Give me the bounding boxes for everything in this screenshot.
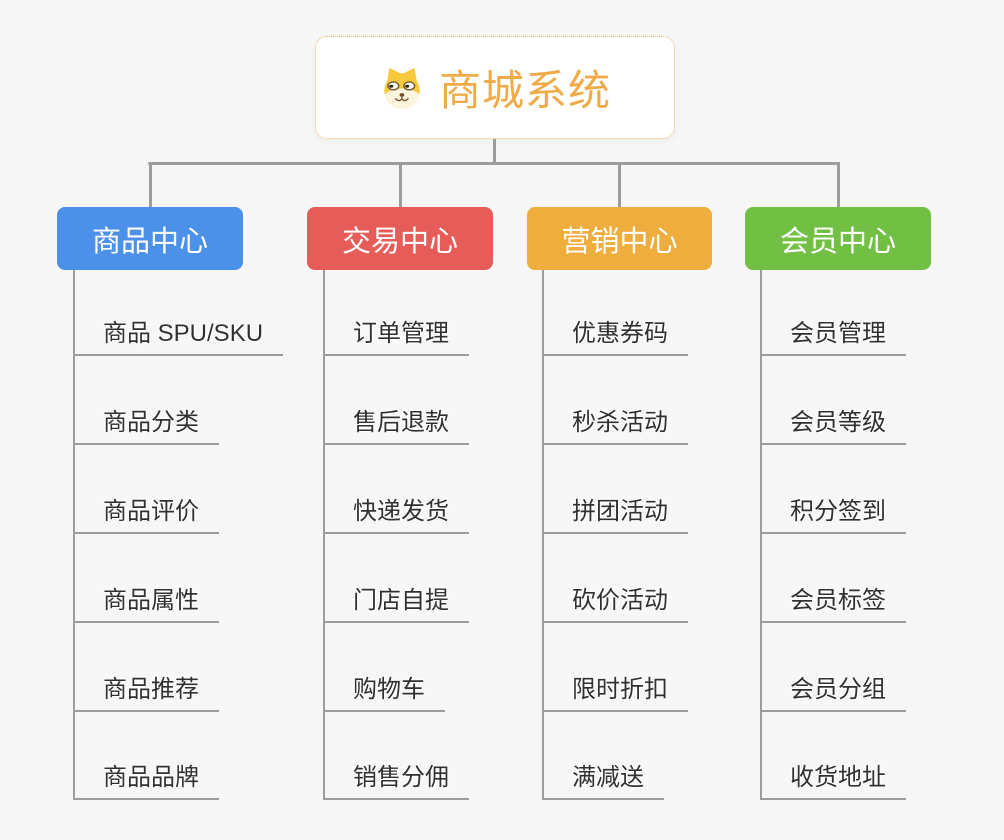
branch-node-marketing-center[interactable]: 营销中心 [527,207,712,270]
subtopic-row: 商品评价 [75,445,283,534]
shiba-dog-face-icon [384,67,420,109]
subtopic-list-marketing-center: 优惠券码 秒杀活动 拼团活动 砍价活动 限时折扣 满减送 [542,270,688,800]
subtopic-row: 购物车 [325,623,469,712]
subtopic-row: 会员分组 [762,623,906,712]
subtopic-item[interactable]: 商品品牌 [75,762,219,800]
subtopic-row: 订单管理 [325,270,469,356]
branch-label: 营销中心 [561,225,678,258]
branch-label: 会员中心 [779,225,896,258]
subtopic-row: 会员等级 [762,356,906,445]
connector-root-stem [493,139,496,165]
connector-drop-marketing-center [618,162,621,208]
subtopic-item[interactable]: 会员标签 [762,585,906,623]
subtopic-item[interactable]: 限时折扣 [544,674,688,712]
subtopic-list-trade-center: 订单管理 售后退款 快递发货 门店自提 购物车 销售分佣 [323,270,469,800]
subtopic-row: 商品分类 [75,356,283,445]
subtopic-row: 门店自提 [325,534,469,623]
connector-drop-member-center [837,162,840,208]
subtopic-item[interactable]: 满减送 [544,762,664,800]
subtopic-row: 快递发货 [325,445,469,534]
subtopic-row: 商品品牌 [75,712,283,800]
subtopic-item[interactable]: 会员管理 [762,318,906,356]
subtopic-row: 满减送 [544,712,688,800]
subtopic-row: 砍价活动 [544,534,688,623]
subtopic-item[interactable]: 优惠券码 [544,318,688,356]
subtopic-item[interactable]: 商品属性 [75,585,219,623]
subtopic-item[interactable]: 拼团活动 [544,496,688,534]
subtopic-item[interactable]: 订单管理 [325,318,469,356]
subtopic-item[interactable]: 商品分类 [75,407,219,445]
subtopic-row: 会员管理 [762,270,906,356]
subtopic-item[interactable]: 砍价活动 [544,585,688,623]
subtopic-list-product-center: 商品 SPU/SKU 商品分类 商品评价 商品属性 商品推荐 商品品牌 [73,270,284,800]
branch-label: 商品中心 [91,225,208,258]
subtopic-row: 售后退款 [325,356,469,445]
subtopic-row: 商品推荐 [75,623,283,712]
subtopic-row: 秒杀活动 [544,356,688,445]
subtopic-item[interactable]: 快递发货 [325,496,469,534]
branch-node-member-center[interactable]: 会员中心 [745,207,931,270]
root-topic[interactable]: 商城系统 [315,36,675,139]
subtopic-row: 会员标签 [762,534,906,623]
subtopic-item[interactable]: 秒杀活动 [544,407,688,445]
connector-drop-trade-center [399,162,402,208]
connector-horizontal-bar [148,162,839,165]
subtopic-item[interactable]: 收货地址 [762,762,906,800]
subtopic-item[interactable]: 门店自提 [325,585,469,623]
subtopic-row: 积分签到 [762,445,906,534]
subtopic-item[interactable]: 商品推荐 [75,674,219,712]
subtopic-item[interactable]: 商品评价 [75,496,219,534]
subtopic-item[interactable]: 商品 SPU/SKU [75,318,284,356]
branch-label: 交易中心 [341,225,458,258]
subtopic-item[interactable]: 购物车 [325,674,445,712]
subtopic-item[interactable]: 会员等级 [762,407,906,445]
subtopic-row: 收货地址 [762,712,906,800]
connector-drop-product-center [149,162,152,208]
subtopic-row: 销售分佣 [325,712,469,800]
subtopic-list-member-center: 会员管理 会员等级 积分签到 会员标签 会员分组 收货地址 [760,270,906,800]
subtopic-row: 优惠券码 [544,270,688,356]
subtopic-row: 商品属性 [75,534,283,623]
subtopic-item[interactable]: 销售分佣 [325,762,469,800]
subtopic-row: 商品 SPU/SKU [75,270,284,356]
root-topic-label: 商城系统 [438,67,611,114]
subtopic-row: 拼团活动 [544,445,688,534]
branch-node-trade-center[interactable]: 交易中心 [307,207,493,270]
branch-node-product-center[interactable]: 商品中心 [57,207,243,270]
subtopic-row: 限时折扣 [544,623,688,712]
subtopic-item[interactable]: 积分签到 [762,496,906,534]
subtopic-item[interactable]: 售后退款 [325,407,469,445]
subtopic-item[interactable]: 会员分组 [762,674,906,712]
